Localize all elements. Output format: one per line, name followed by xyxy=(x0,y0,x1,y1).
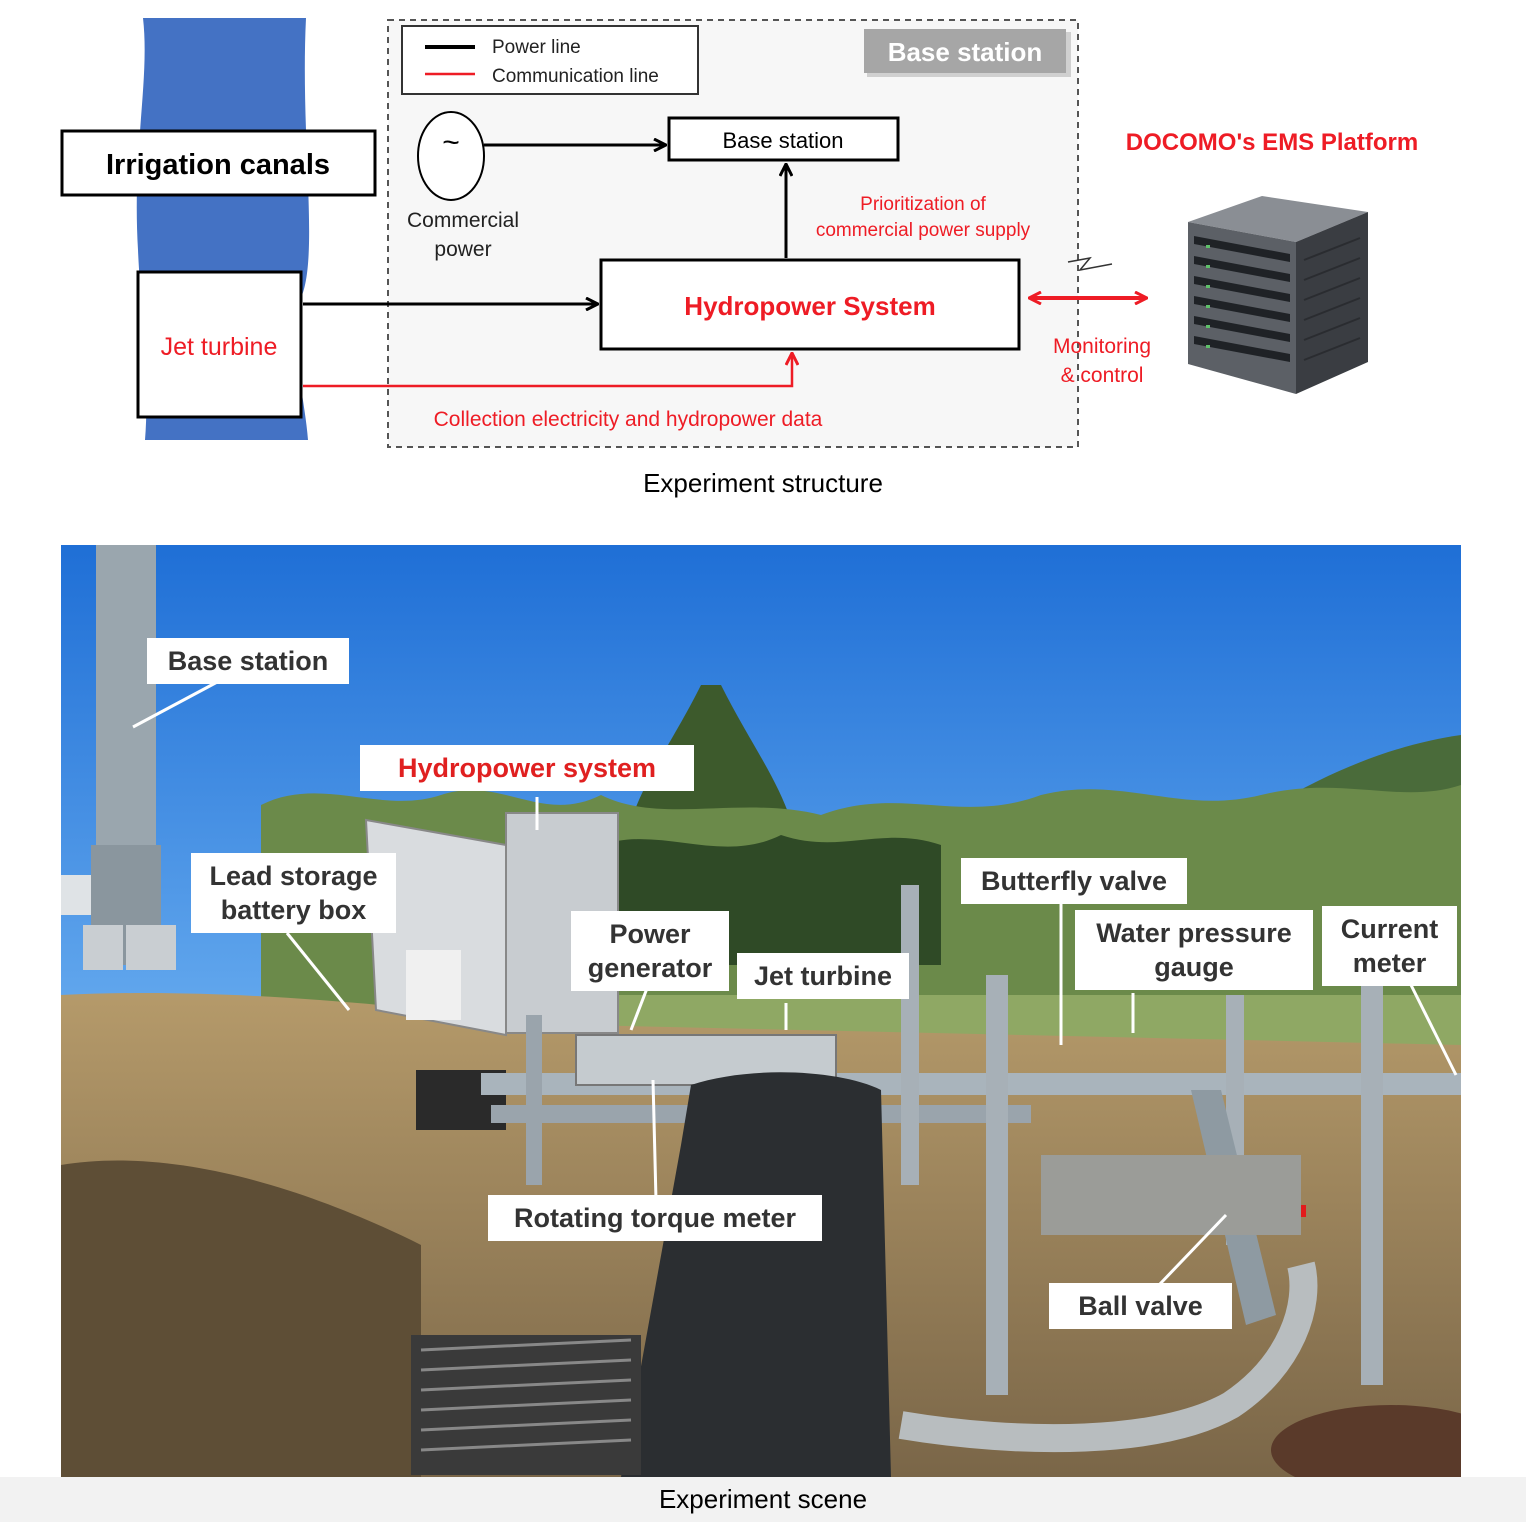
ac-symbol: ~ xyxy=(442,126,460,159)
ems-platform-title: DOCOMO's EMS Platform xyxy=(1126,129,1418,156)
communication-line-turbine-to-hydro xyxy=(303,354,792,388)
experiment-scene-caption: Experiment scene xyxy=(658,1484,868,1514)
jet-turbine-box xyxy=(136,270,303,419)
scene-illustration xyxy=(61,545,1461,1477)
photo-label-water-pressure-line1: Water pressure xyxy=(1096,918,1292,948)
photo-label-water-pressure-line2: gauge xyxy=(1154,952,1234,982)
commercial-power-label-line1: Commercial xyxy=(407,209,519,232)
experiment-structure-caption: Experiment structure xyxy=(643,468,883,498)
photo-label-power-generator: Power generator xyxy=(571,911,729,991)
wireless-zigzag-icon xyxy=(1067,256,1113,272)
photo-label-base-station-text: Base station xyxy=(167,646,329,676)
photo-label-rotating-torque: Rotating torque meter xyxy=(488,1195,822,1241)
collection-label: Collection electricity and hydropower da… xyxy=(434,408,823,431)
photo-label-current-meter-line2: meter xyxy=(1352,948,1427,978)
monitoring-label-line2: & control xyxy=(1061,364,1144,387)
base-station-title-box xyxy=(864,29,1066,73)
legend-box xyxy=(401,25,699,95)
caption-band xyxy=(0,1477,1526,1522)
experiment-structure-diagram: Power line Communication line Base stati… xyxy=(60,18,1418,448)
experiment-scene-photo xyxy=(61,545,1461,1477)
photo-label-ball-valve: Ball valve xyxy=(1049,1283,1232,1329)
ac-source-icon xyxy=(417,111,485,201)
photo-label-butterfly-valve-text: Butterfly valve xyxy=(980,866,1168,896)
base-station-title: Base station xyxy=(888,37,1043,67)
irrigation-canals-box xyxy=(60,129,377,197)
base-station-box xyxy=(667,116,900,162)
commercial-power-label-line2: power xyxy=(434,238,491,261)
photo-label-hydropower-system: Hydropower system xyxy=(360,745,694,791)
photo-label-current-meter-line1: Current xyxy=(1340,914,1439,944)
legend-power-line-label: Power line xyxy=(492,37,581,58)
base-station-box-label: Base station xyxy=(722,128,843,153)
photo-label-jet-turbine-text: Jet turbine xyxy=(753,961,893,991)
hydropower-system-label: Hydropower System xyxy=(684,291,935,321)
prioritization-line1: Prioritization of xyxy=(860,194,986,215)
prioritization-line2: commercial power supply xyxy=(816,220,1031,241)
photo-label-rotating-torque-text: Rotating torque meter xyxy=(513,1203,796,1233)
photo-label-ball-valve-text: Ball valve xyxy=(1078,1291,1203,1321)
irrigation-canals-label: Irrigation canals xyxy=(106,149,330,181)
photo-label-power-generator-line1: Power xyxy=(609,919,691,949)
photo-label-current-meter: Current meter xyxy=(1322,906,1457,986)
photo-label-lead-storage-line1: Lead storage xyxy=(209,861,378,891)
photo-label-lead-storage: Lead storage battery box xyxy=(191,853,396,933)
server-icon xyxy=(1188,196,1368,394)
photo-label-power-generator-line2: generator xyxy=(587,953,713,983)
photo-label-lead-storage-line2: battery box xyxy=(220,895,367,925)
monitoring-label-line1: Monitoring xyxy=(1053,335,1151,358)
jet-turbine-label: Jet turbine xyxy=(161,333,278,361)
photo-label-jet-turbine: Jet turbine xyxy=(737,953,909,999)
hydropower-system-box xyxy=(599,258,1021,351)
legend-communication-line-label: Communication line xyxy=(492,66,659,87)
photo-label-hydropower-system-text: Hydropower system xyxy=(397,753,657,783)
photo-label-butterfly-valve: Butterfly valve xyxy=(961,858,1187,904)
photo-label-water-pressure: Water pressure gauge xyxy=(1075,910,1313,990)
photo-label-base-station: Base station xyxy=(147,638,349,684)
